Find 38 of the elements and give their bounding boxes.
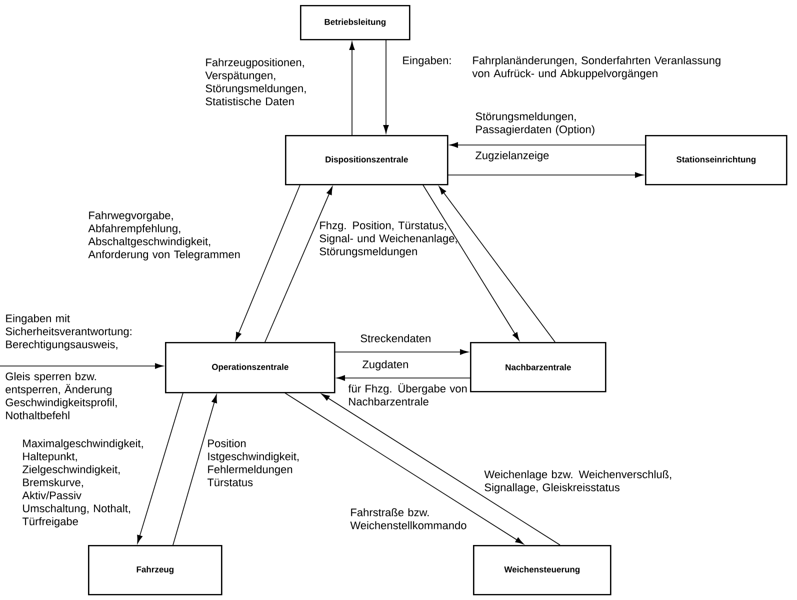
arrow [438, 186, 556, 342]
edge-label: Fahrstraße bzw. Weichenstellkommando [350, 508, 466, 530]
edge-label: Fhzg. Position, Türstatus, Signal- und Weichenanlage, Störungsmeldungen [320, 221, 457, 258]
process-box: Operationszentrale [165, 342, 336, 394]
arrow [321, 394, 560, 546]
process-box: Nachbarzentrale [470, 342, 606, 392]
edge-label: Störungsmeldungen, Passagierdaten (Option) [476, 112, 594, 136]
edge-label: Weichenlage bzw. Weichenverschluß, Signallage, Gleiskreisstatus [484, 470, 672, 494]
arrow [0, 363, 164, 369]
arrow [264, 186, 333, 342]
annotation-text: für Fhzg. Übergabe von Nachbarzentrale [348, 383, 467, 406]
edge-label: Eingaben: [403, 56, 451, 66]
process-box: Stationseinrichtung [645, 135, 788, 186]
edge-label: Zugzielanzeige [476, 151, 549, 162]
process-box: Weichensteuerung [473, 545, 612, 596]
annotation-text: Gleis sperren bzw. entsperren, Änderung Geschwindigkeitsprofil, Nothaltbefehl [6, 372, 117, 420]
arrow [334, 349, 468, 355]
process-box: Dispositionszentrale [285, 135, 448, 186]
arrow [235, 184, 300, 341]
edge-label: Eingaben mit Sicherheitsverantwortung: Berechtigungsausweis, [6, 314, 132, 350]
process-box: Betriebsleitung [300, 5, 410, 40]
process-box: Fahrzeug [88, 545, 222, 596]
arrow [137, 392, 184, 544]
arrow [383, 40, 389, 134]
edge-label: Fahrwegvorgabe, Abfahrempfehlung, Abschaltgeschwindigkeit, Anforderung von Telegrammen [88, 211, 240, 260]
arrow [448, 172, 644, 178]
edge-label: Position Istgeschwindigkeit, Fehlermeldungen Türstatus [207, 439, 299, 486]
edge-label: Maximalgeschwindigkeit, Haltepunkt, Zielgeschwindigkeit, Bremskurve, Aktiv/Passiv Umschaltung, Nothalt, Türfreigabe [22, 439, 143, 528]
arrow [349, 42, 355, 136]
edge-label: Streckendaten [360, 334, 430, 342]
arrow [422, 184, 520, 341]
arrow [172, 394, 218, 546]
arrow [284, 392, 524, 544]
arrow [336, 375, 470, 381]
edge-label: Zugdaten [362, 360, 408, 370]
edge-label: Fahrzeugpositionen, Verspätungen, Störungsmeldungen, Statistische Daten [205, 58, 306, 106]
annotation-text: Fahrplanänderungen, Sonderfahrten Veranlassung von Aufrück- und Abkuppelvorgängen [472, 56, 720, 80]
arrow [450, 142, 646, 148]
